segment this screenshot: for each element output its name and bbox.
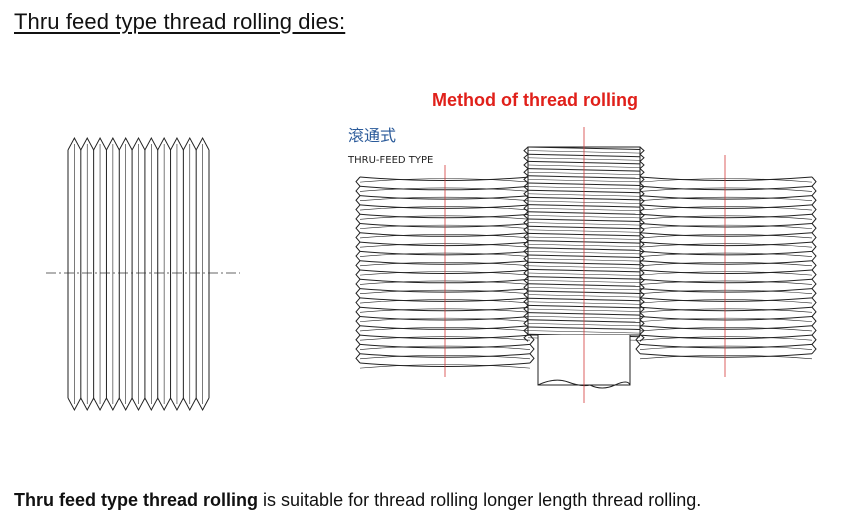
die-drawing (46, 136, 240, 412)
right-roller-thread-root (639, 224, 813, 229)
right-roller-thread-crest (639, 343, 813, 349)
right-roller-thread-crest (639, 176, 813, 181)
right-roller-thread-root (639, 252, 813, 257)
right-roller-thread-root (639, 308, 813, 313)
right-roller-thread-root (639, 262, 813, 267)
right-roller-thread-root (639, 280, 813, 285)
right-roller-thread-crest (639, 232, 813, 237)
right-roller-thread-root (639, 289, 813, 295)
right-roller-thread-crest (639, 316, 813, 321)
die-outline (67, 136, 210, 412)
right-roller-thread-crest (639, 195, 813, 200)
page-title: Thru feed type thread rolling dies: (14, 9, 346, 34)
die-bottom-crests (67, 396, 210, 412)
right-roller-thread-crest (639, 278, 813, 284)
right-roller-thread-root (639, 243, 813, 248)
right-roller-thread-root (639, 215, 813, 220)
die-top-crests (67, 136, 210, 152)
right-roller-thread-crest (639, 288, 813, 293)
right-roller-thread-root (639, 271, 813, 276)
right-roller-thread-root (639, 178, 813, 183)
left-roller-left-edge (355, 176, 361, 364)
right-roller-thread-crest (639, 204, 813, 209)
right-roller-thread-crest (639, 241, 813, 247)
right-roller-thread-root (639, 206, 813, 211)
right-roller-thread-root (639, 336, 813, 341)
right-roller-thread-crest (639, 306, 813, 312)
workpiece-right-edge (639, 146, 645, 342)
right-roller-thread-crest (639, 325, 813, 330)
thru-feed-type-label: THRU-FEED TYPE (347, 155, 433, 166)
description-bold: Thru feed type thread rolling (14, 490, 259, 510)
workpiece-break-line (537, 379, 631, 389)
right-roller-thread-root (639, 317, 813, 322)
right-roller-thread-crest (639, 260, 813, 265)
right-roller-thread-crest (639, 213, 813, 219)
right-roller-thread-crest (639, 223, 813, 228)
right-roller-thread-crest (639, 269, 813, 274)
thru-feed-illustration: Method of thread rolling 滾通式 THRU-FEED T… (347, 90, 817, 403)
right-roller-thread-crest (639, 334, 813, 340)
workpiece-left-edge (523, 146, 529, 342)
description-rest: is suitable for thread rolling longer le… (258, 490, 702, 510)
right-roller-thread-crest (639, 185, 813, 191)
right-roller-thread-crest (639, 353, 813, 358)
right-roller-thread-crest (639, 297, 813, 302)
right-roller-thread-crest (639, 250, 813, 256)
right-roller (635, 176, 817, 360)
thru-feed-cjk-label: 滾通式 (348, 126, 396, 145)
description: Thru feed type thread rolling is suitabl… (14, 490, 701, 511)
right-roller-thread-root (639, 345, 813, 350)
method-title: Method of thread rolling (432, 90, 638, 110)
right-roller-thread-root (639, 187, 813, 192)
right-roller-right-edge (811, 176, 817, 355)
right-roller-thread-root (639, 327, 813, 332)
roller-centerlines (444, 127, 726, 403)
right-roller-thread-root (639, 196, 813, 202)
right-roller-thread-root (639, 299, 813, 304)
right-roller-thread-root (639, 234, 813, 239)
right-roller-thread-root (639, 355, 813, 360)
